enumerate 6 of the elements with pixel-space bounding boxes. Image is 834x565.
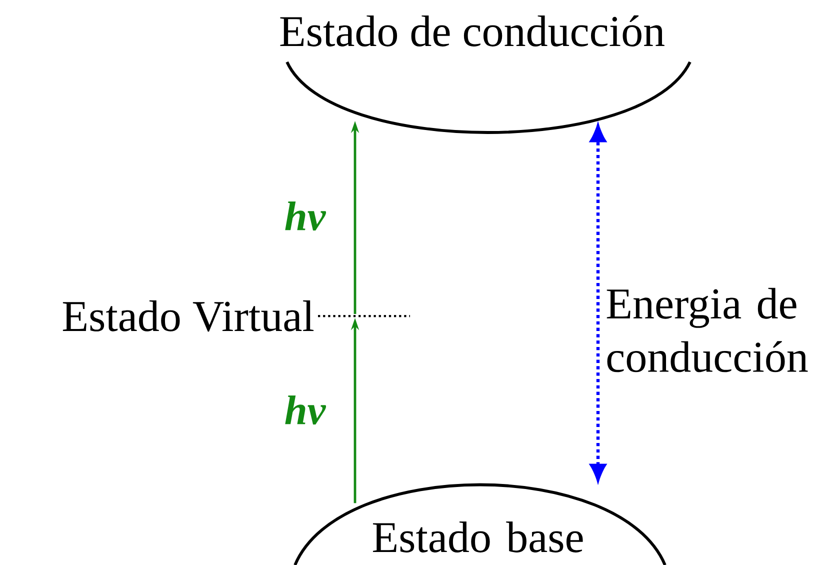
edge-label: hν bbox=[283, 200, 327, 232]
virtual-level: Estado Virtual bbox=[62, 300, 410, 332]
energy-band: Estado de conducción bbox=[280, 15, 692, 134]
edge-label: Energia de conducción bbox=[604, 286, 822, 374]
energy-band: Estado base bbox=[294, 483, 666, 565]
edge-label: hν bbox=[283, 394, 327, 426]
